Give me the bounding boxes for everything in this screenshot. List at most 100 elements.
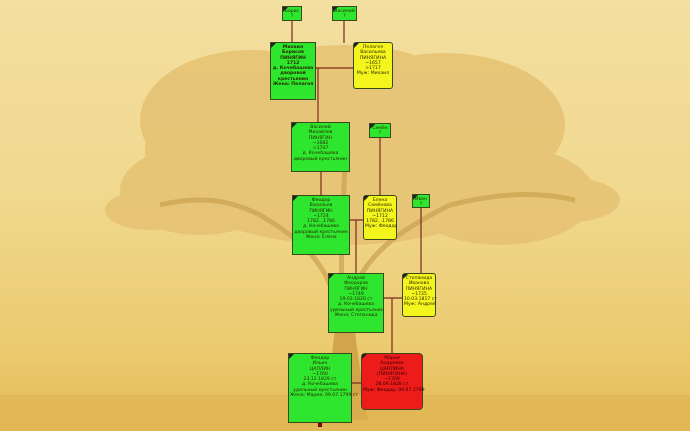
person-card-line: Василий bbox=[334, 9, 355, 14]
card-corner-marker bbox=[283, 7, 288, 12]
person-card-line: крестьянин bbox=[277, 76, 309, 82]
person-card-line: д. Кочебашева bbox=[272, 66, 314, 72]
person-card-line: ЦАПЛИН bbox=[309, 366, 331, 372]
person-card-line: Михайлов bbox=[308, 130, 333, 136]
person-card-line: д. Кочебашева bbox=[338, 302, 374, 308]
person-card-line: ЦАПЛИНА bbox=[380, 366, 404, 372]
person-card-line: Семёнова bbox=[368, 203, 392, 209]
person-card-line: д. Кочебашева bbox=[302, 151, 339, 157]
person-card-line: Феодоров bbox=[343, 281, 368, 287]
person-card-line: Пелагея bbox=[362, 45, 384, 50]
person-card-line: Иванова bbox=[408, 281, 430, 287]
expand-children-button[interactable] bbox=[318, 423, 322, 427]
person-card-line: ПИНЯГИН bbox=[309, 208, 333, 214]
person-card-line: Борис bbox=[284, 9, 300, 14]
person-card-line: Муж: Михаил bbox=[356, 71, 390, 77]
card-corner-marker bbox=[413, 195, 418, 200]
person-card-line: 1782...1786 bbox=[366, 219, 394, 225]
person-card-line: удельный крестьянин bbox=[330, 307, 384, 313]
person-card-line: Муж: Феодор, 09.07.1799 bbox=[363, 387, 425, 393]
person-card-line: д. Кочебашева bbox=[302, 382, 338, 388]
person-card-line: 19.03.1820 ст bbox=[339, 297, 373, 303]
person-card-line: ~1769 bbox=[384, 377, 400, 383]
person-card-line: Жена: Елена bbox=[305, 235, 337, 241]
person-card-line: Елена bbox=[372, 198, 388, 203]
card-corner-marker bbox=[354, 43, 359, 48]
person-card-line: Феодор bbox=[310, 356, 330, 361]
person-card-line: дворовой bbox=[280, 71, 306, 77]
person-card-line: ПИНЯГИН bbox=[280, 55, 306, 61]
person-card-semen[interactable]: Семён? bbox=[369, 123, 391, 138]
person-card-line: ? bbox=[343, 14, 346, 20]
person-card-line: ~1749 bbox=[348, 291, 364, 297]
person-card-line: ПИНЯГИН bbox=[344, 286, 368, 292]
person-card-line: Жена: Степанида bbox=[334, 313, 378, 319]
person-card-line: ~1724 bbox=[313, 213, 329, 219]
card-corner-marker bbox=[333, 7, 338, 12]
person-card-line: ? bbox=[378, 131, 382, 137]
card-corner-marker bbox=[292, 123, 297, 128]
person-card-line: дворовый крестьянин bbox=[293, 156, 348, 162]
person-card-line: >1717 bbox=[365, 66, 381, 72]
card-corner-marker bbox=[271, 43, 276, 48]
person-card-line: ПИНЯГИНА bbox=[359, 55, 387, 61]
person-card-ivan[interactable]: Иван? bbox=[412, 194, 430, 208]
card-corner-marker bbox=[370, 124, 375, 129]
person-card-line: 10.03.1817 ст bbox=[404, 297, 437, 303]
person-card-line: Борисов bbox=[282, 50, 304, 56]
person-card-line: Муж: Феодор bbox=[365, 224, 398, 230]
person-card-line: Василий bbox=[310, 125, 331, 130]
person-card-line: Муж: Андрей bbox=[404, 302, 436, 308]
person-card-line: ~1735 bbox=[411, 291, 427, 297]
person-card-line: 23.12.1829 ст bbox=[303, 377, 337, 383]
person-card-line: Андрей bbox=[346, 276, 366, 281]
person-card-line: ~1657 bbox=[365, 60, 381, 66]
person-card-line: ? bbox=[419, 202, 423, 208]
person-card-line: Мария bbox=[384, 356, 400, 361]
person-card-boris[interactable]: Борис? bbox=[282, 6, 302, 21]
card-corner-marker bbox=[329, 274, 334, 279]
person-card-line: Феодор bbox=[311, 198, 331, 203]
card-corner-marker bbox=[293, 196, 298, 201]
person-card-line: 1712 bbox=[286, 60, 300, 66]
person-card-line: Семён bbox=[372, 126, 388, 131]
card-corner-marker bbox=[362, 354, 367, 359]
person-card-line: Жена: Мария, 09.07.1799 ст bbox=[290, 393, 358, 399]
person-card-vasiliy0[interactable]: Василий? bbox=[332, 6, 357, 21]
person-card-line: д. Кочебашева bbox=[303, 224, 339, 230]
person-card-line: ПИНЯГИН bbox=[308, 135, 333, 141]
card-corner-marker bbox=[289, 354, 294, 359]
person-card-line: ? bbox=[290, 14, 294, 20]
card-corner-marker bbox=[364, 196, 369, 201]
person-card-line: Ильин bbox=[312, 361, 328, 367]
card-corner-marker bbox=[403, 274, 408, 279]
person-card-line: Михаил bbox=[282, 45, 304, 50]
person-card-line: удельный крестьянин bbox=[293, 387, 347, 393]
person-card-line: ПИНЯГИНА bbox=[366, 208, 394, 214]
person-card-line: Степанида bbox=[405, 276, 433, 281]
person-card-line: ~1682 bbox=[312, 140, 329, 146]
person-card-line: ПИНЯГИНА bbox=[405, 286, 433, 292]
person-card-line: 28.09.1828 ст bbox=[375, 382, 409, 388]
person-card-line: Андреева bbox=[380, 361, 404, 367]
person-card-line: дворовый крестьянин bbox=[294, 229, 348, 235]
person-card-line: Жена: Пелагея bbox=[272, 82, 314, 88]
person-card-line: >1747 bbox=[312, 146, 329, 152]
person-card-line: Васильев bbox=[309, 203, 333, 209]
person-card-line: ~1760 bbox=[312, 371, 328, 377]
person-card-line: Иван bbox=[415, 197, 427, 202]
person-card-line: 1782...1786 bbox=[307, 219, 335, 225]
person-card-line: (ПИНЯГИНА) bbox=[377, 371, 407, 377]
person-card-line: Васильева bbox=[360, 50, 386, 56]
